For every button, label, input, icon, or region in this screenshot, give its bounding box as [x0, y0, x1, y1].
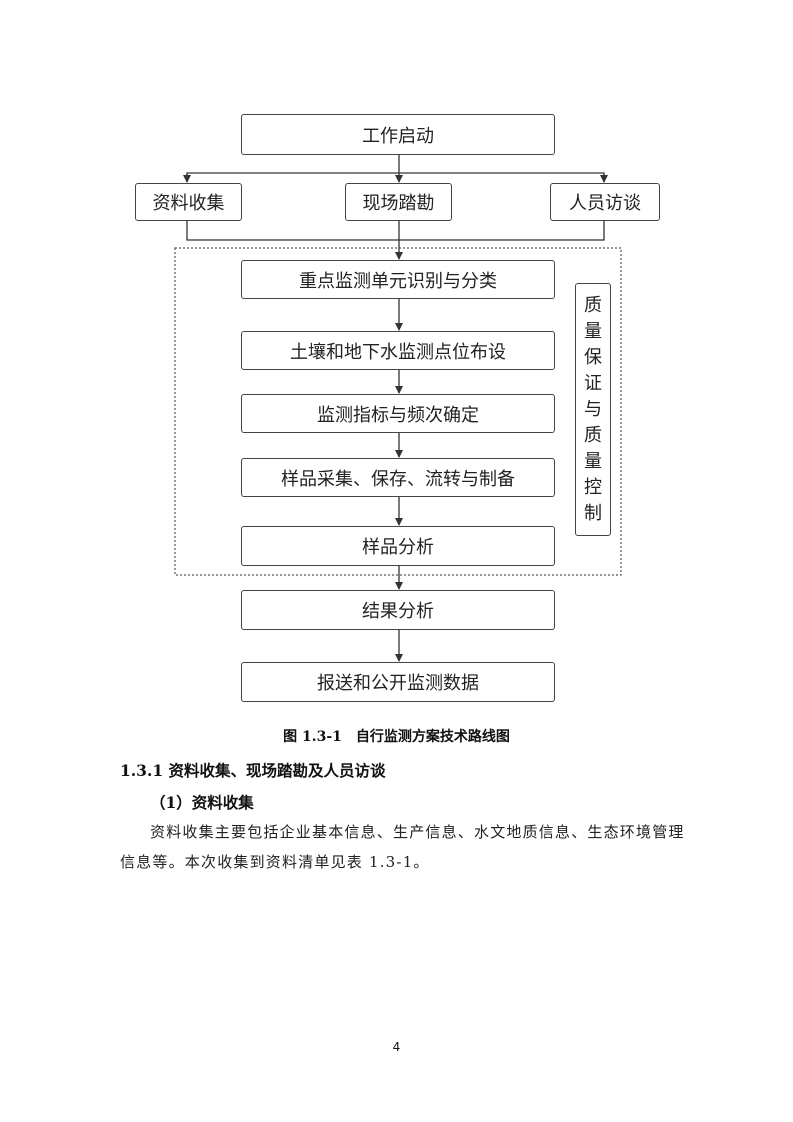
flow-box-step: 土壤和地下水监测点位布设: [241, 331, 555, 370]
figure-caption: 图 1.3-1 自行监测方案技术路线图: [283, 729, 510, 745]
page-number: 4: [392, 1040, 401, 1054]
quality-control-box: 质 量 保 证 与 质 量 控 制: [575, 283, 611, 536]
flow-box-step: 监测指标与频次确定: [241, 394, 555, 433]
flow-box-after: 结果分析: [241, 590, 555, 630]
flow-box-start: 工作启动: [241, 114, 555, 155]
quality-char: 量: [584, 450, 602, 472]
flow-box-branch: 人员访谈: [550, 183, 660, 221]
flow-box-step: 重点监测单元识别与分类: [241, 260, 555, 299]
flow-box-step: 样品分析: [241, 526, 555, 566]
subsection-heading: （1）资料收集: [150, 793, 254, 812]
quality-char: 控: [584, 476, 602, 498]
quality-char: 制: [584, 502, 602, 524]
paragraph-line: 资料收集主要包括企业基本信息、生产信息、水文地质信息、生态环境管理: [150, 823, 685, 841]
quality-char: 证: [584, 372, 602, 394]
section-heading: 1.3.1 资料收集、现场踏勘及人员访谈: [120, 761, 386, 780]
quality-char: 量: [584, 320, 602, 342]
flow-box-step: 样品采集、保存、流转与制备: [241, 458, 555, 497]
quality-char: 质: [584, 294, 602, 316]
flow-box-after: 报送和公开监测数据: [241, 662, 555, 702]
dashed-group-border: [174, 247, 622, 576]
flow-box-branch: 现场踏勘: [345, 183, 452, 221]
flow-box-branch: 资料收集: [135, 183, 242, 221]
quality-char: 与: [584, 398, 602, 420]
quality-char: 质: [584, 424, 602, 446]
quality-char: 保: [584, 346, 602, 368]
paragraph-line: 信息等。本次收集到资料清单见表 1.3-1。: [120, 853, 430, 871]
